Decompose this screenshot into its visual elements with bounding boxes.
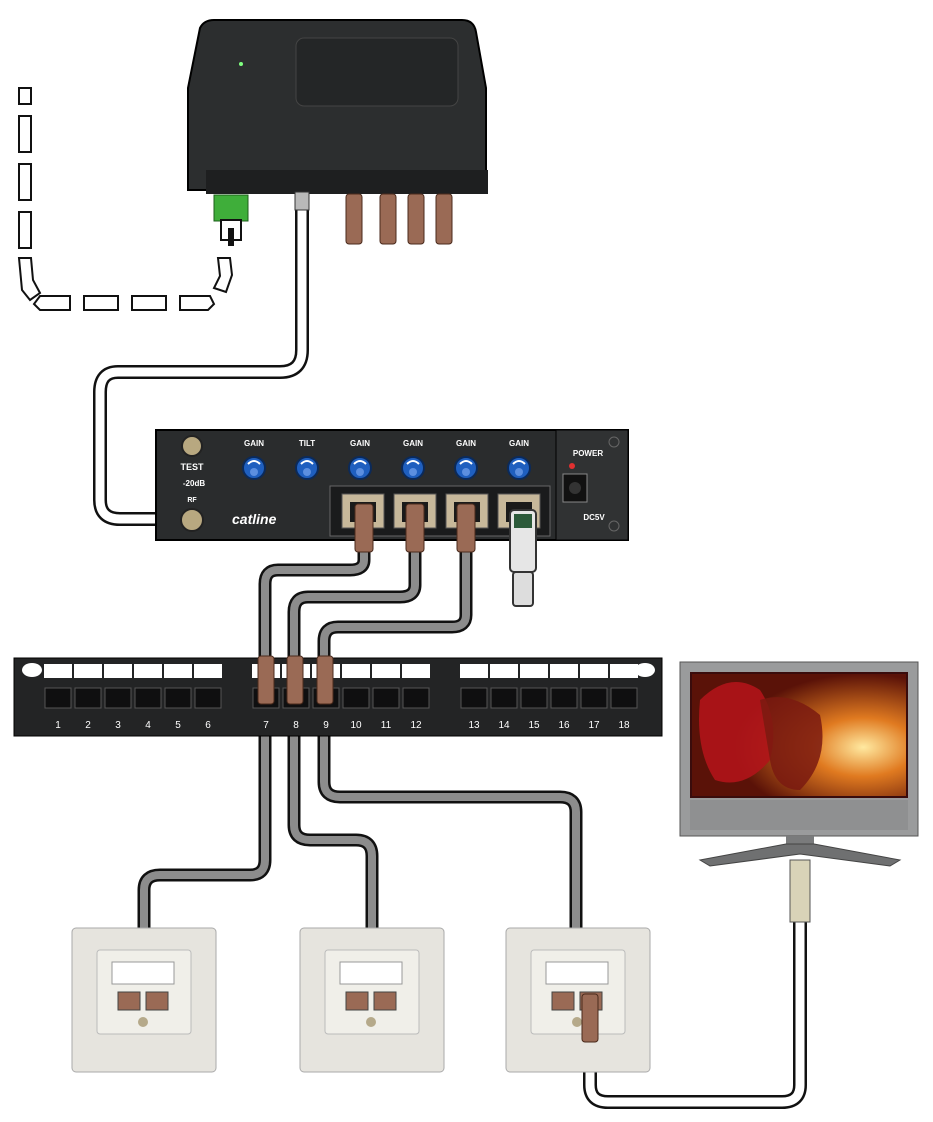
port-number: 5 [175,720,181,731]
port-label-tab [580,664,608,678]
knob-label: GAIN [509,439,529,448]
knob-label-group: GAIN TILT GAIN GAIN GAIN GAIN [244,439,529,448]
port-label-tab [104,664,132,678]
port-label-tab [402,664,430,678]
patch-port[interactable] [164,687,192,709]
port-number: 15 [528,720,540,731]
test-port[interactable] [181,435,203,457]
patch-port[interactable] [342,687,370,709]
wall-socket [505,927,651,1073]
port-label-tab [164,664,192,678]
optical-receiver [187,19,488,246]
port-number: 1 [55,720,61,731]
port-label-tab [490,664,518,678]
socket-port[interactable] [373,991,397,1011]
knob-label: GAIN [350,439,370,448]
port-label-tab [194,664,222,678]
knob-label: GAIN [403,439,423,448]
port-number: 11 [381,720,392,731]
port-number: 3 [115,720,121,731]
patch-port[interactable] [520,687,548,709]
brand-logo: catline [232,511,277,527]
patch-port[interactable] [44,687,72,709]
socket-port[interactable] [145,991,169,1011]
rj45-plugs-amplifier [354,503,476,553]
port-label-tab [74,664,102,678]
port-number: 18 [618,720,630,731]
test-level-label: -20dB [183,479,205,488]
ethernet-cables-panel-to-sockets [137,735,583,932]
port-number: 13 [468,720,480,731]
rj45-plug-socket [581,993,599,1043]
port-number: 14 [498,720,510,731]
wall-socket [299,927,445,1073]
receiver-output-connectors [345,193,453,245]
patch-port[interactable] [372,687,400,709]
patch-port[interactable] [134,687,162,709]
adjustment-knobs[interactable] [242,456,531,480]
spare-rj45-plug [509,509,537,607]
port-number: 12 [410,720,422,731]
rj45-plugs-panel [257,655,334,705]
knob-label: TILT [299,439,315,448]
knob-label: GAIN [456,439,476,448]
knob-label: GAIN [244,439,264,448]
fiber-connector [213,194,249,222]
patch-port[interactable] [580,687,608,709]
port-label-tab [520,664,548,678]
patch-port[interactable] [490,687,518,709]
status-led [239,62,243,66]
power-label: POWER [573,449,603,458]
socket-port[interactable] [345,991,369,1011]
rf-output-connector [294,191,310,211]
patch-port[interactable] [194,687,222,709]
port-label-tab [134,664,162,678]
patch-port[interactable] [550,687,578,709]
test-label: TEST [180,462,204,472]
patch-port[interactable] [460,687,488,709]
patch-port[interactable] [74,687,102,709]
port-number: 2 [85,720,91,731]
port-number: 9 [323,720,329,731]
port-number: 4 [145,720,151,731]
socket-port[interactable] [551,991,575,1011]
rf-label: RF [187,497,197,504]
port-number: 16 [558,720,570,731]
dc-label: DC5V [583,513,605,522]
port-label-tab [342,664,370,678]
catv-amplifier: TEST -20dB RF catline GAIN TILT GAIN GAI… [155,429,629,541]
port-label-tab [550,664,578,678]
rf-input-port[interactable] [180,508,204,532]
ethernet-cables-amp-to-panel [258,545,473,660]
patch-port[interactable] [104,687,132,709]
port-label-tab [372,664,400,678]
port-number: 6 [205,720,211,731]
port-number: 17 [588,720,600,731]
port-label-tab [610,664,638,678]
port-label-tab [44,664,72,678]
port-number: 7 [263,720,269,731]
tv-coax-connector [789,859,811,923]
port-number: 8 [293,720,299,731]
television [679,661,919,923]
wall-socket [71,927,217,1073]
fiber-cable-dashed [17,87,234,311]
port-number: 10 [350,720,362,731]
patch-port[interactable] [610,687,638,709]
patch-port[interactable] [402,687,430,709]
socket-port[interactable] [117,991,141,1011]
port-label-tab [460,664,488,678]
power-led [569,463,575,469]
